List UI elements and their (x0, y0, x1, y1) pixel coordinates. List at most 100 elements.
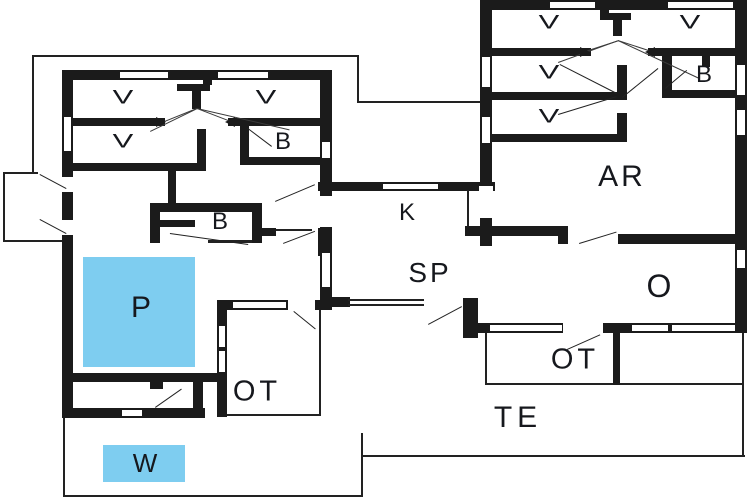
wardrobe-icon (177, 84, 210, 91)
wall (465, 226, 568, 236)
wall (318, 228, 330, 256)
room-label-o: O (646, 268, 672, 304)
room-label-ot1: OT (232, 375, 282, 408)
wall (73, 163, 201, 171)
ot1-outline-bottom (227, 414, 321, 416)
door-arrow-icon (645, 47, 655, 57)
terrace-outline-step (361, 433, 363, 497)
door-swing-line (622, 68, 659, 99)
wardrobe-icon (600, 13, 631, 20)
wall (492, 134, 627, 142)
window (233, 300, 286, 310)
wall (62, 70, 73, 418)
wall (325, 297, 350, 307)
room-label-k: K (398, 199, 416, 226)
wall (168, 171, 176, 205)
fan-line (617, 40, 700, 79)
room-label-v6: V (538, 62, 560, 84)
wardrobe-icon (600, 0, 609, 17)
wall (62, 70, 332, 80)
room-label-b3: B (695, 61, 713, 88)
door-swing-line (559, 64, 618, 95)
wall (702, 48, 710, 67)
terrace-outline-right (742, 332, 744, 457)
terrace-outline-bottom-right (361, 455, 745, 457)
porch-outline-top (3, 172, 38, 174)
wardrobe-icon (192, 91, 201, 109)
w-area (103, 445, 185, 482)
terrace-outline-left (63, 418, 65, 497)
window (480, 117, 492, 143)
window (320, 142, 332, 158)
k-partition-v (467, 190, 469, 232)
porch-outline-bottom (3, 240, 65, 242)
window (735, 110, 747, 135)
room-label-v1: V (112, 87, 134, 109)
door-opening (319, 196, 333, 227)
wardrobe-icon (613, 20, 622, 36)
room-label-v7: V (538, 106, 560, 128)
window (672, 323, 735, 333)
door-swing-line (579, 231, 617, 245)
wall (558, 226, 568, 244)
window (632, 323, 668, 333)
wall (150, 203, 262, 212)
window (120, 70, 168, 80)
wall (492, 92, 627, 100)
room-label-te: TE (493, 401, 543, 434)
door-arrow-icon (580, 47, 590, 57)
deck-outline-left (32, 55, 34, 174)
wall (73, 118, 165, 126)
room-label-ot2: OT (550, 343, 600, 376)
window (217, 351, 227, 372)
wardrobe-icon (203, 70, 212, 85)
wall (478, 323, 747, 333)
door-swing-line (155, 388, 183, 409)
window (218, 70, 268, 80)
deck-outline-top (32, 55, 359, 57)
door-opening (61, 177, 74, 192)
room-label-b1: B (274, 128, 292, 155)
wall (617, 113, 627, 142)
door-opening (563, 323, 603, 333)
wall (613, 333, 620, 385)
door-swing-line (283, 230, 316, 245)
window (480, 57, 492, 87)
window (490, 323, 562, 333)
window (735, 250, 747, 268)
wall (240, 157, 322, 165)
wall (252, 228, 276, 236)
wall (617, 65, 627, 95)
door-swing-line (275, 184, 316, 203)
wall (483, 48, 591, 56)
wall (228, 118, 322, 126)
door-arrow-icon (225, 117, 235, 127)
deck-outline-step-v (357, 55, 359, 103)
window (122, 408, 142, 418)
terrace-outline-bottom-left (63, 495, 363, 497)
sp-rail (348, 304, 424, 306)
room-label-w: W (132, 448, 158, 478)
ot2-outline-left (485, 333, 487, 385)
window (735, 65, 747, 95)
wall (252, 203, 262, 243)
door-swing-line (247, 128, 272, 148)
wall (483, 0, 747, 10)
sp-rail (348, 299, 424, 301)
wall (240, 118, 249, 165)
window (668, 0, 733, 10)
door-swing-line (293, 311, 316, 330)
room-label-v5: V (679, 12, 701, 34)
wall (150, 373, 163, 389)
porch-outline-left (3, 172, 5, 242)
wall (618, 234, 737, 244)
wall (73, 373, 217, 382)
wall (197, 129, 206, 171)
window (383, 182, 438, 191)
ot1-outline-right (319, 310, 321, 416)
room-label-p: P (130, 291, 152, 324)
room-label-sp: SP (408, 257, 452, 288)
window (217, 326, 227, 347)
door-opening (288, 300, 315, 310)
